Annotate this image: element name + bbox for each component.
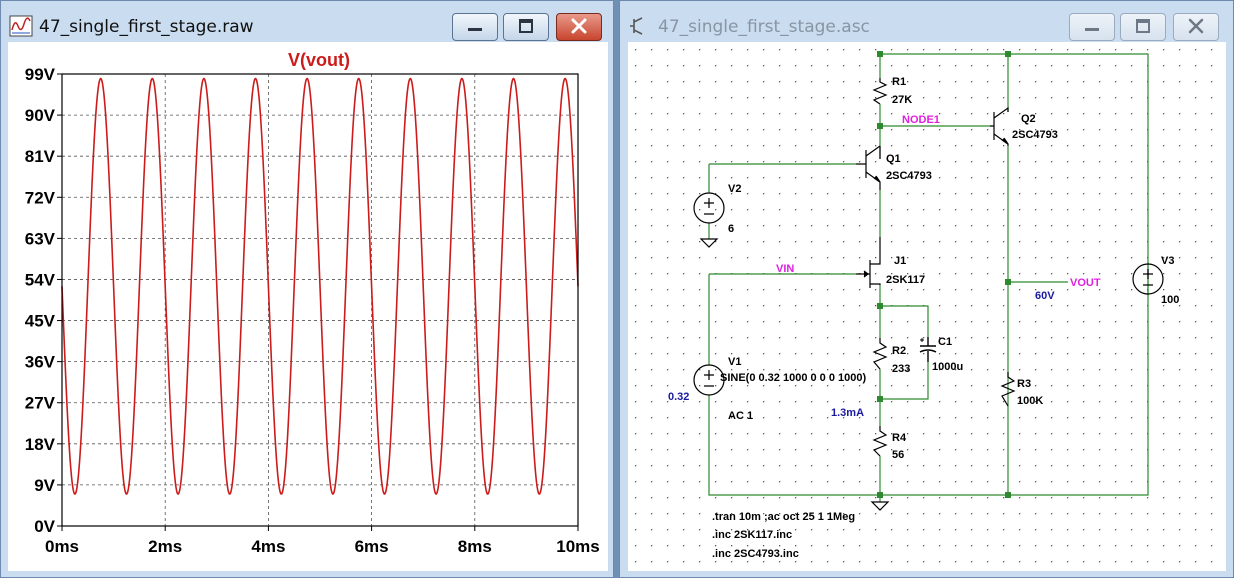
x-tick-label: 8ms xyxy=(458,537,492,556)
q1-name[interactable]: Q1 xyxy=(886,153,901,165)
y-tick-label: 9V xyxy=(34,476,55,495)
r2-value[interactable]: 233 xyxy=(892,363,910,375)
schematic-minimize-button[interactable] xyxy=(1069,13,1115,41)
trace-label[interactable]: V(vout) xyxy=(288,50,350,70)
close-button[interactable] xyxy=(556,13,602,41)
j1-name[interactable]: J1 xyxy=(894,255,906,267)
directive-inc-2sk117[interactable]: .inc 2SK117.inc xyxy=(712,529,792,541)
r4-name[interactable]: R4 xyxy=(892,432,907,444)
transistor-q2 xyxy=(990,106,1009,146)
waveform-plot[interactable]: V(vout) 99V 90V 81V 72V 63V 54V 45V 36V 27V 18V 9V… xyxy=(8,42,608,571)
x-tick-label: 2ms xyxy=(148,537,182,556)
directive-inc-2sc4793[interactable]: .inc 2SC4793.inc xyxy=(712,548,799,560)
x-tick-label: 6ms xyxy=(355,537,389,556)
maximize-button[interactable] xyxy=(503,13,549,41)
schematic-window-title: 47_single_first_stage.asc xyxy=(658,17,870,37)
schematic-maximize-button[interactable] xyxy=(1120,13,1166,41)
x-tick-label: 0ms xyxy=(45,537,79,556)
net-label-node1[interactable]: NODE1 xyxy=(902,114,940,126)
waveform-window-title: 47_single_first_stage.raw xyxy=(39,17,254,37)
r1-name[interactable]: R1 xyxy=(892,76,906,88)
waveform-window-titlebar[interactable]: 47_single_first_stage.raw xyxy=(1,1,613,41)
maximize-icon xyxy=(1136,19,1150,33)
c1-name[interactable]: C1 xyxy=(938,336,952,348)
schematic-window[interactable]: 47_single_first_stage.asc xyxy=(619,0,1234,578)
close-icon xyxy=(571,18,587,34)
minimize-icon xyxy=(1085,28,1099,31)
maximize-icon xyxy=(519,19,533,33)
waveform-window[interactable]: 47_single_first_stage.raw V(vout) 99V 90V… xyxy=(0,0,614,578)
y-tick-label: 99V xyxy=(25,65,56,84)
schematic-window-titlebar[interactable]: 47_single_first_stage.asc xyxy=(620,1,1233,41)
minimize-icon xyxy=(468,28,482,31)
r3-name[interactable]: R3 xyxy=(1017,378,1031,390)
q1-value[interactable]: 2SC4793 xyxy=(886,170,932,182)
jfet-j1 xyxy=(856,237,881,288)
r3-value[interactable]: 100K xyxy=(1017,395,1043,407)
q2-value[interactable]: 2SC4793 xyxy=(1012,129,1058,141)
ground-symbols xyxy=(699,238,890,511)
y-tick-label: 36V xyxy=(25,353,56,372)
transistor-q1 xyxy=(856,145,881,190)
c1-value[interactable]: 1000u xyxy=(932,361,963,373)
r4-value[interactable]: 56 xyxy=(892,449,904,461)
v3-name[interactable]: V3 xyxy=(1161,255,1174,267)
resistors xyxy=(872,78,1016,457)
schematic-svg[interactable]: R1 27K Q2 2SC4793 Q1 2SC4793 V2 6 J1 2SK… xyxy=(628,42,1226,571)
capacitor-c1 xyxy=(919,337,937,362)
trace-vout xyxy=(61,77,579,495)
x-tick-label: 10ms xyxy=(556,537,599,556)
v2-value[interactable]: 6 xyxy=(728,223,734,235)
schematic-canvas[interactable]: R1 27K Q2 2SC4793 Q1 2SC4793 V2 6 J1 2SK… xyxy=(628,42,1226,571)
schematic-close-button[interactable] xyxy=(1173,13,1219,41)
y-tick-label: 81V xyxy=(25,147,56,166)
plot-frame xyxy=(61,73,579,527)
y-tick-label: 0V xyxy=(34,517,55,536)
v1-value[interactable]: SINE(0 0.32 1000 0 0 0 1000) xyxy=(720,372,866,384)
y-tick-label: 18V xyxy=(25,435,56,454)
y-tick-label: 27V xyxy=(25,394,56,413)
net-label-vin[interactable]: VIN xyxy=(776,263,794,275)
v2-name[interactable]: V2 xyxy=(728,183,741,195)
y-tick-label: 63V xyxy=(25,229,56,248)
v3-value[interactable]: 100 xyxy=(1161,294,1179,306)
r2-name[interactable]: R2 xyxy=(892,345,906,357)
j1-value[interactable]: 2SK117 xyxy=(886,274,925,286)
minimize-button[interactable] xyxy=(452,13,498,41)
y-tick-label: 54V xyxy=(25,270,56,289)
v1-ac[interactable]: AC 1 xyxy=(728,410,753,422)
plot-area[interactable]: V(vout) 99V 90V 81V 72V 63V 54V 45V 36V 27V 18V 9V… xyxy=(8,42,608,571)
annotation-v1-dc: 0.32 xyxy=(668,391,689,403)
y-tick-label: 45V xyxy=(25,312,56,331)
r1-value[interactable]: 27K xyxy=(892,94,912,106)
net-label-vout[interactable]: VOUT xyxy=(1070,277,1101,289)
q2-name[interactable]: Q2 xyxy=(1021,113,1036,125)
y-tick-label: 72V xyxy=(25,188,56,207)
annotation-current: 1.3mA xyxy=(831,407,864,419)
directive-tran[interactable]: .tran 10m ;ac oct 25 1 1Meg xyxy=(712,511,855,523)
annotation-vout-dc: 60V xyxy=(1035,290,1055,302)
schematic-app-icon xyxy=(630,17,643,35)
junctions xyxy=(877,51,1011,498)
close-icon xyxy=(1188,18,1204,34)
voltage-sources xyxy=(693,192,1164,396)
v1-name[interactable]: V1 xyxy=(728,356,741,368)
waveform-app-icon xyxy=(9,15,33,37)
x-tick-label: 4ms xyxy=(251,537,285,556)
y-tick-label: 90V xyxy=(25,106,56,125)
